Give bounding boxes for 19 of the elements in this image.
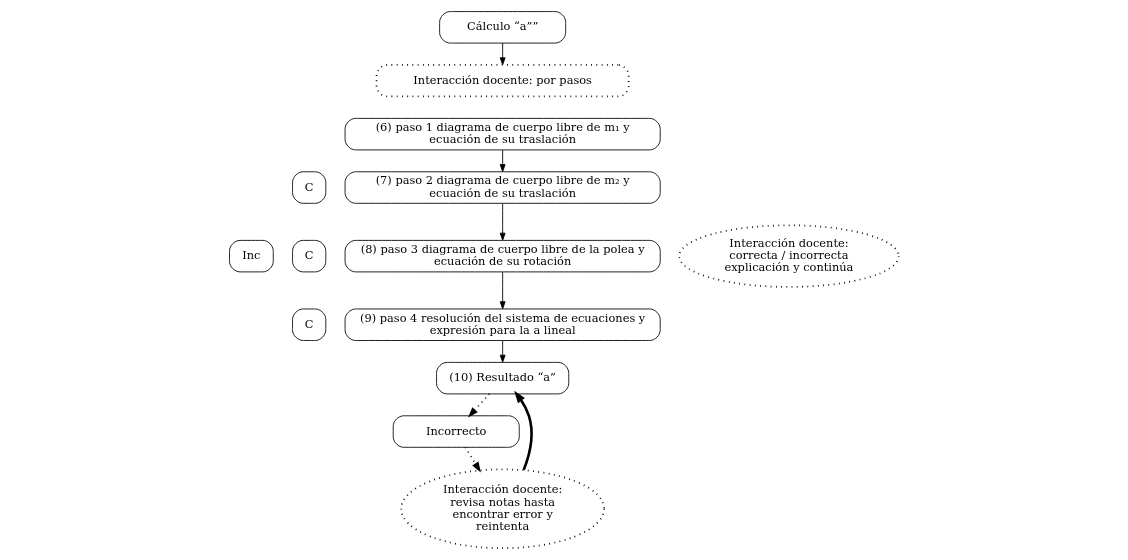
- arrow: [499, 203, 506, 241]
- node-box: Cálculo “a””: [439, 11, 567, 44]
- arrow: [499, 340, 506, 363]
- node-box: (8) paso 3 diagrama de cuerpo libre de la polea y ecuación de su rotación: [344, 239, 661, 273]
- node-box: Incorrecto: [392, 415, 520, 448]
- node-ellipse: Interacción docente: revisa notas hasta encontrar error y reintenta: [400, 468, 605, 550]
- arrow: [468, 393, 491, 418]
- node-box: Interacción docente: por pasos: [375, 64, 630, 98]
- node-ellipse: Interacción docente: correcta / incorrecta explicación y continúa: [678, 224, 900, 288]
- arrow: [514, 390, 533, 471]
- arrow: [499, 271, 506, 310]
- node-box: (9) paso 4 resolución del sistema de ecuaciones y expresión para la a lineal: [344, 308, 661, 341]
- arrow: [464, 446, 481, 473]
- node-box: (6) paso 1 diagrama de cuerpo libre de m₁ y ecuación de su traslación: [344, 117, 661, 151]
- node-box: (7) paso 2 diagrama de cuerpo libre de m₂ y ecuación de su traslación: [344, 171, 661, 204]
- arrow: [499, 149, 506, 172]
- arrow: [499, 42, 506, 66]
- node-box: (10) Resultado “a”: [436, 361, 570, 395]
- node-box: Inc: [229, 239, 274, 273]
